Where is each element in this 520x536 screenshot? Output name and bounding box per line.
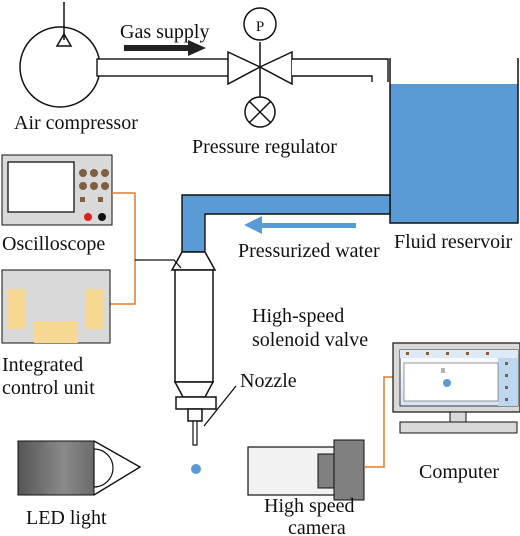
camera-label-line2: camera <box>288 517 346 536</box>
pressure-regulator: P Pressure regulator <box>192 7 337 158</box>
oscilloscope-knobs <box>79 169 109 202</box>
reservoir-water <box>390 84 518 223</box>
valve-label-line2: solenoid valve <box>252 329 368 351</box>
control-pad-center <box>34 321 78 343</box>
nozzle-label: Nozzle <box>240 370 297 392</box>
air-compressor-label: Air compressor <box>14 112 138 134</box>
valve-left-triangle <box>227 50 262 86</box>
camera-label-line1: High speed <box>264 495 355 517</box>
monitor-neck <box>449 411 467 423</box>
gas-arrow-head-icon <box>188 40 206 56</box>
control-pad-right <box>86 289 104 329</box>
valve-body <box>174 269 214 383</box>
valve-outlet-cone <box>173 381 215 398</box>
water-arrow-shaft <box>260 223 356 228</box>
orange-wire-camera-computer <box>364 376 400 468</box>
oscilloscope-label: Oscilloscope <box>2 233 105 255</box>
gas-pipe-right-top <box>292 58 389 82</box>
gas-pipe-left <box>96 58 236 77</box>
nozzle-flange <box>175 396 217 410</box>
reservoir-tank <box>389 58 519 224</box>
control-unit-label-line1: Integrated <box>2 354 83 376</box>
oscilloscope-black-jack <box>98 213 106 221</box>
led-body <box>17 440 95 496</box>
computer: II Computer <box>392 342 520 483</box>
screen-icons <box>406 352 508 401</box>
gas-supply-indicator: Gas supply <box>120 21 209 56</box>
screen-top-bar <box>400 350 518 358</box>
nozzle-holder <box>187 408 203 422</box>
pressure-gauge-icon <box>243 7 277 41</box>
gas-arrow-shaft <box>124 45 190 51</box>
control-unit-label-line2: control unit <box>2 377 95 399</box>
gas-pipe-right-bottom <box>292 75 373 82</box>
led-lens <box>93 448 114 488</box>
nozzle-tip <box>192 420 198 446</box>
screen-marker: II <box>441 368 445 375</box>
valve-inlet-cone <box>170 251 217 271</box>
fluid-reservoir: Fluid reservoir <box>389 58 519 253</box>
led-light-label: LED light <box>26 507 107 529</box>
water-droplet <box>191 464 201 474</box>
gas-pipe-right-fill <box>292 59 400 76</box>
pressure-gauge-symbol: P <box>256 19 264 35</box>
oscilloscope: Oscilloscope <box>1 154 113 255</box>
valve-right-triangle <box>258 50 293 86</box>
led-light: LED light <box>17 440 142 529</box>
compressor-body <box>19 26 101 108</box>
compressor-arrow-icon <box>55 32 73 47</box>
fluid-reservoir-label: Fluid reservoir <box>394 231 513 253</box>
solenoid-valve: High-speed solenoid valve Nozzle <box>170 251 368 474</box>
screen-side-panel <box>498 358 518 406</box>
nozzle-pointer-line <box>203 385 237 427</box>
pressure-regulator-label: Pressure regulator <box>192 136 337 158</box>
led-beam-cone <box>93 440 142 496</box>
camera-body <box>333 439 365 501</box>
orange-wire-scope-control <box>110 192 136 305</box>
oscilloscope-screen <box>7 161 75 213</box>
computer-label: Computer <box>419 461 499 483</box>
control-pad-left <box>8 289 26 329</box>
regulator-cross-b <box>248 100 272 124</box>
water-arrow-head-icon <box>244 216 262 234</box>
water-pipe: Pressurized water <box>181 194 391 262</box>
signal-wire-black <box>140 259 182 269</box>
pressurized-water-label: Pressurized water <box>238 240 380 262</box>
monitor-stand <box>399 421 518 434</box>
valve-label-line1: High-speed <box>252 305 344 327</box>
screen-viewport <box>403 362 499 402</box>
high-speed-camera: High speed camera <box>247 439 365 536</box>
integrated-control-unit: Integrated control unit <box>1 269 111 399</box>
oscilloscope-red-jack <box>84 213 92 221</box>
screen-droplet <box>443 379 451 387</box>
gas-supply-label: Gas supply <box>120 21 209 43</box>
camera-lens-ring <box>317 453 335 489</box>
